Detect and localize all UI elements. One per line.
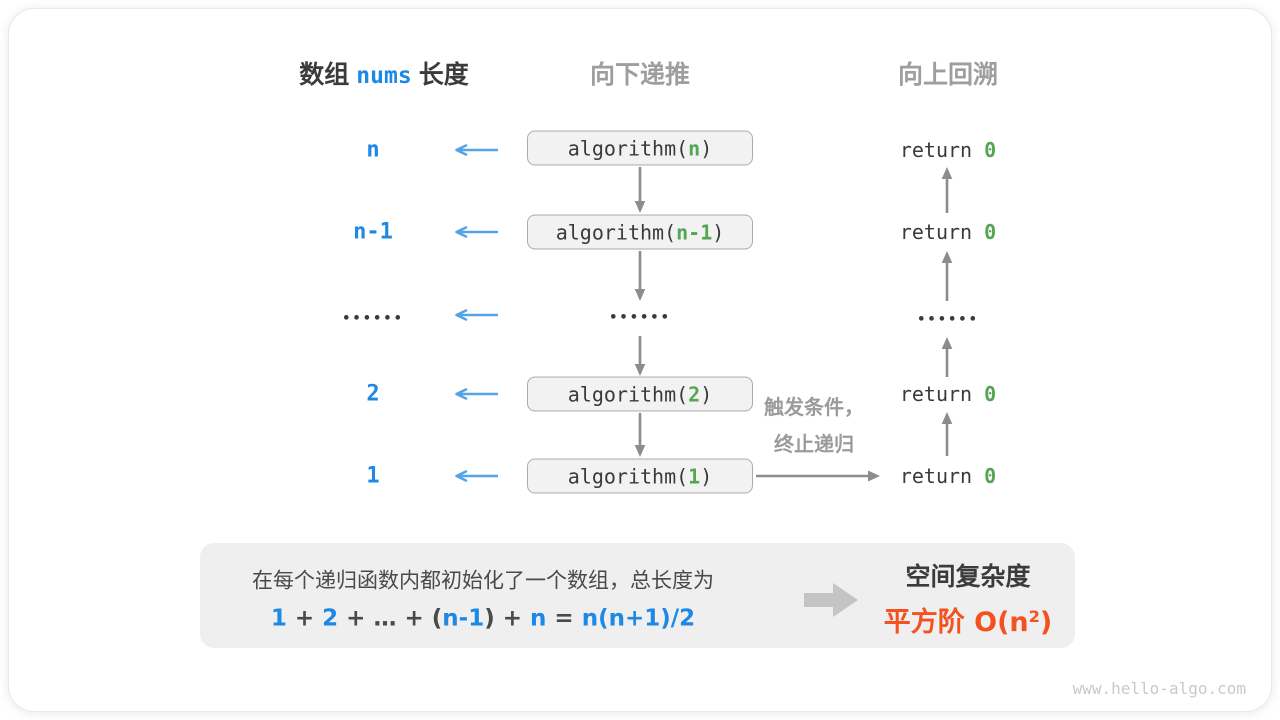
complexity-value: 平方阶 O(n2): [884, 600, 1053, 639]
ellipsis-left: ••••••: [342, 311, 404, 327]
call-text: ): [700, 382, 713, 406]
call-arg: n: [688, 136, 701, 160]
formula-term: 2: [322, 605, 339, 632]
backtrack-up-arrow-icon: [941, 337, 953, 377]
formula-op: +: [396, 605, 432, 632]
return-statement-n-1: return 0: [900, 220, 996, 244]
length-label-2: 2: [366, 381, 380, 407]
return-statement-2: return 0: [900, 382, 996, 406]
complexity-title: 空间复杂度: [905, 562, 1031, 591]
return-value: 0: [984, 382, 997, 406]
call-text: algorithm(: [567, 136, 689, 160]
call-text: algorithm(: [567, 382, 689, 406]
left-arrow-icon: [455, 309, 498, 321]
complexity-value-text: ): [1039, 607, 1053, 638]
left-arrow-icon: [455, 388, 498, 400]
return-keyword: return: [899, 382, 985, 406]
trigger-line-1: 触发条件，: [764, 395, 864, 419]
call-text: algorithm(: [567, 464, 689, 488]
return-statement-n: return 0: [900, 138, 996, 162]
formula-ellipsis: …: [373, 605, 397, 632]
block-right-arrow-icon: [804, 583, 858, 617]
return-value: 0: [984, 138, 997, 162]
formula-term: 1: [270, 605, 287, 632]
call-box-2: algorithm(2): [527, 376, 753, 412]
column-header-backtrack-up: 向上回溯: [897, 60, 999, 89]
trigger-condition-note: 触发条件， 终止递归: [764, 389, 864, 463]
formula-op: =: [546, 605, 582, 632]
header-nums-code: nums: [356, 63, 412, 89]
return-keyword: return: [899, 138, 985, 162]
formula-op: +: [286, 605, 323, 632]
left-arrow-icon: [455, 470, 498, 482]
left-arrow-icon: [455, 226, 498, 238]
header-array-label: 数组: [299, 60, 350, 89]
header-length-label: 长度: [418, 60, 469, 89]
length-label-n-1: n-1: [353, 219, 393, 245]
backtrack-up-arrow-icon: [941, 251, 953, 301]
left-arrow-icon: [455, 144, 498, 156]
column-header-recurse-down: 向下递推: [589, 60, 691, 89]
complexity-result-block: 空间复杂度 平方阶 O(n2): [884, 557, 1053, 639]
summary-panel: [200, 543, 1075, 648]
return-statement-1: return 0: [900, 464, 996, 488]
backtrack-up-arrow-icon: [941, 167, 953, 213]
summary-description: 在每个递归函数内都初始化了一个数组，总长度为: [252, 568, 714, 593]
trigger-line-2: 终止递归: [774, 432, 854, 456]
formula-result: n(n+1)/2: [581, 605, 696, 632]
formula-op: +: [338, 605, 374, 632]
length-label-1: 1: [366, 463, 380, 489]
ellipsis-middle: ••••••: [609, 310, 671, 326]
ellipsis-right: ••••••: [917, 312, 979, 328]
return-keyword: return: [899, 464, 985, 488]
call-text: ): [712, 220, 725, 244]
terminate-right-arrow-icon: [756, 470, 880, 482]
call-text: algorithm(: [555, 220, 677, 244]
return-value: 0: [984, 220, 997, 244]
call-arg: 2: [688, 382, 701, 406]
recurse-down-arrow-icon: [634, 251, 646, 301]
call-arg: n-1: [676, 220, 713, 244]
call-text: ): [700, 464, 713, 488]
summary-text-block: 在每个递归函数内都初始化了一个数组，总长度为 1 + 2 + … + (n-1)…: [252, 565, 714, 632]
call-box-n: algorithm(n): [527, 130, 753, 166]
call-text: ): [700, 136, 713, 160]
summary-formula: 1 + 2 + … + (n-1) + n = n(n+1)/2: [252, 606, 714, 632]
call-arg: 1: [688, 464, 701, 488]
recurse-down-arrow-icon: [634, 413, 646, 457]
formula-paren: (: [431, 605, 443, 632]
recurse-down-arrow-icon: [634, 336, 646, 376]
complexity-exponent: 2: [1028, 607, 1040, 627]
return-value: 0: [984, 464, 997, 488]
backtrack-up-arrow-icon: [941, 412, 953, 456]
return-keyword: return: [899, 220, 985, 244]
complexity-value-text: 平方阶 O(n: [883, 607, 1029, 638]
length-label-n: n: [366, 137, 380, 163]
formula-term: n-1: [442, 605, 485, 632]
recurse-down-arrow-icon: [634, 167, 646, 213]
formula-op: +: [494, 605, 531, 632]
formula-paren: ): [484, 605, 495, 632]
call-box-n-1: algorithm(n-1): [527, 214, 753, 250]
formula-term: n: [530, 605, 547, 632]
site-watermark: www.hello-algo.com: [1072, 679, 1246, 698]
call-box-1: algorithm(1): [527, 458, 753, 494]
